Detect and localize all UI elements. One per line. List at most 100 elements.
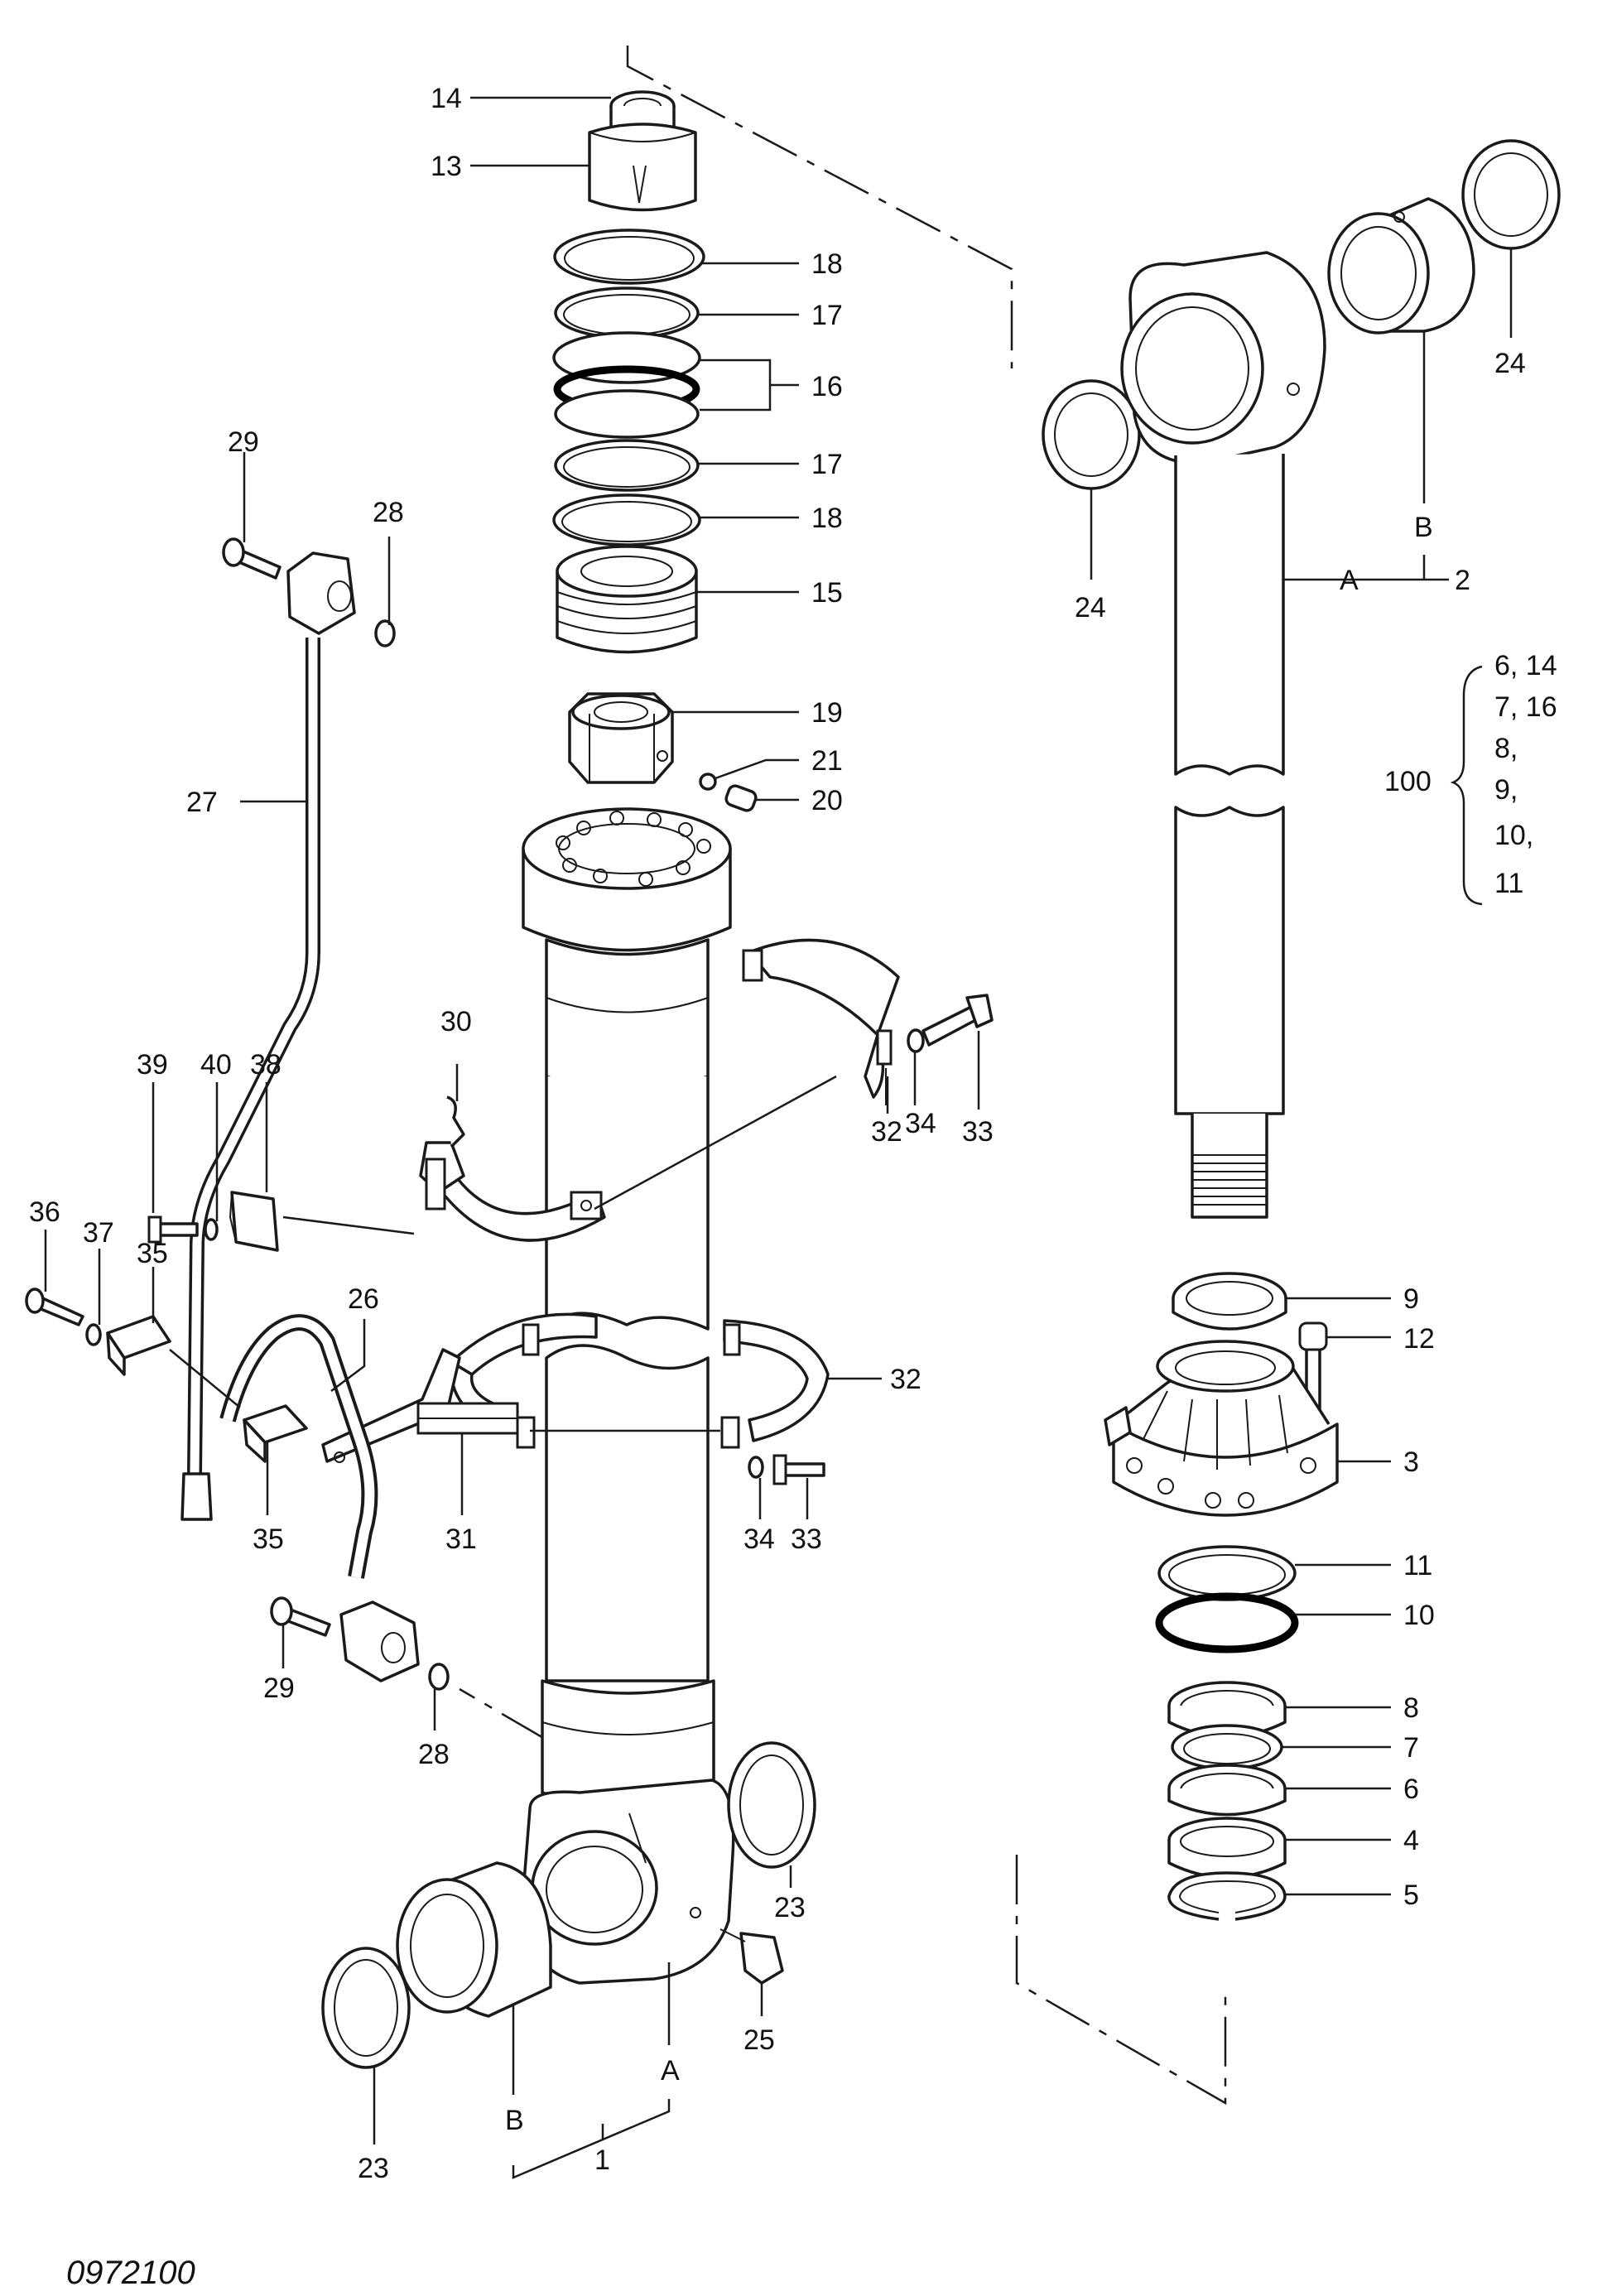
part-26-pipe bbox=[219, 1314, 378, 1579]
label-30: 30 bbox=[440, 1006, 472, 1037]
part-39-bolt bbox=[147, 1215, 199, 1244]
label-15: 15 bbox=[811, 577, 843, 609]
part-4-bushing bbox=[1167, 1817, 1287, 1880]
label-9: 9 bbox=[1403, 1283, 1419, 1315]
label-18-upper: 18 bbox=[811, 248, 843, 280]
label-20: 20 bbox=[811, 785, 843, 816]
label-18-lower: 18 bbox=[811, 503, 843, 534]
label-21: 21 bbox=[811, 745, 843, 777]
part-37-washer bbox=[85, 1323, 102, 1346]
part-19-nut bbox=[568, 692, 674, 784]
label-5: 5 bbox=[1403, 1880, 1419, 1911]
label-32-lower: 32 bbox=[890, 1364, 921, 1395]
part-18-ring-lower bbox=[552, 493, 701, 546]
part-b-bushing-lower bbox=[396, 1861, 552, 2018]
kit-item-2: 7, 16 bbox=[1494, 691, 1557, 723]
part-40-washer bbox=[204, 1218, 219, 1241]
part-b-bushing-rod bbox=[1327, 197, 1475, 335]
part-35-clamp-block-upper bbox=[106, 1315, 171, 1376]
part-28-oring-lower bbox=[428, 1663, 450, 1691]
kit-item-3: 8, bbox=[1494, 733, 1518, 764]
label-19: 19 bbox=[811, 697, 843, 729]
label-14: 14 bbox=[431, 83, 462, 114]
label-6: 6 bbox=[1403, 1774, 1419, 1805]
label-28-upper: 28 bbox=[373, 497, 404, 528]
part-34-washer-upper bbox=[907, 1028, 925, 1053]
label-3: 3 bbox=[1403, 1446, 1419, 1478]
label-10: 10 bbox=[1403, 1600, 1435, 1631]
label-33-upper: 33 bbox=[962, 1116, 994, 1148]
part-38-clip bbox=[229, 1191, 279, 1252]
part-6-seal bbox=[1167, 1764, 1287, 1817]
part-34-washer-lower bbox=[748, 1456, 764, 1479]
label-36: 36 bbox=[29, 1196, 60, 1228]
label-23-right: 23 bbox=[774, 1892, 806, 1923]
label-13: 13 bbox=[431, 151, 462, 182]
part-26-flange-lower bbox=[339, 1600, 420, 1682]
label-B-bottom: B bbox=[505, 2105, 524, 2136]
leader-lines bbox=[44, 96, 1513, 2179]
part-1-cylinder-tube bbox=[520, 807, 735, 1985]
label-39: 39 bbox=[137, 1049, 168, 1081]
label-38: 38 bbox=[250, 1049, 281, 1081]
kit-item-6: 11 bbox=[1494, 868, 1523, 899]
label-29-lower: 29 bbox=[263, 1673, 295, 1704]
part-35-clamp-block-lower bbox=[169, 1349, 308, 1463]
clamp-link-line bbox=[594, 1075, 837, 1211]
part-15-piston bbox=[556, 545, 698, 654]
label-24-upper-right: 24 bbox=[1494, 348, 1526, 379]
part-24-dust-seal-upper-left bbox=[1042, 379, 1141, 490]
part-16-seal-set bbox=[552, 331, 701, 439]
kit-brace bbox=[1450, 665, 1483, 906]
label-34-lower: 34 bbox=[743, 1523, 775, 1555]
label-31: 31 bbox=[445, 1523, 477, 1555]
part-13-bushing bbox=[588, 123, 697, 212]
drawing-code: 0972100 bbox=[66, 2255, 195, 2291]
label-A-bottom: A bbox=[661, 2055, 680, 2087]
label-16: 16 bbox=[811, 371, 843, 402]
part-25-grease-fitting bbox=[719, 1928, 784, 1985]
part-2-piston-rod bbox=[1120, 251, 1326, 1219]
part-30-clamp bbox=[419, 1095, 606, 1242]
label-B-top: B bbox=[1414, 512, 1433, 543]
part-23-dust-seal-right bbox=[727, 1741, 816, 1869]
label-11: 11 bbox=[1403, 1550, 1432, 1581]
label-35-upper: 35 bbox=[137, 1238, 168, 1269]
part-36-bolt bbox=[25, 1288, 84, 1326]
labels: 14 13 18 17 16 17 18 15 19 21 20 29 28 2… bbox=[29, 83, 1557, 2291]
part-7-seal bbox=[1171, 1724, 1283, 1770]
label-29-upper: 29 bbox=[228, 426, 259, 458]
part-21-ball bbox=[699, 773, 717, 791]
label-34-upper: 34 bbox=[905, 1108, 936, 1139]
part-33-bolt-upper bbox=[921, 994, 994, 1047]
label-4: 4 bbox=[1403, 1825, 1419, 1856]
label-24-upper-left: 24 bbox=[1075, 592, 1106, 623]
part-5-snap-ring bbox=[1167, 1871, 1287, 1921]
label-32-upper: 32 bbox=[871, 1116, 902, 1148]
label-40: 40 bbox=[200, 1049, 232, 1081]
part-27-flange-upper bbox=[286, 551, 356, 635]
label-37: 37 bbox=[83, 1217, 114, 1249]
part-27-pipe bbox=[180, 638, 320, 1521]
label-2: 2 bbox=[1455, 565, 1470, 596]
label-8: 8 bbox=[1403, 1692, 1419, 1724]
kit-item-1: 6, 14 bbox=[1494, 650, 1557, 681]
leader-38-line bbox=[282, 1215, 415, 1235]
part-3-rod-head bbox=[1104, 1340, 1339, 1517]
part-33-bolt-lower bbox=[772, 1454, 825, 1485]
label-33-lower: 33 bbox=[791, 1523, 822, 1555]
part-18-ring-upper bbox=[553, 229, 705, 285]
kit-number: 100 bbox=[1384, 766, 1432, 797]
part-20-set-screw bbox=[724, 784, 758, 812]
part-23-dust-seal-left bbox=[321, 1947, 411, 2069]
kit-item-4: 9, bbox=[1494, 774, 1518, 806]
part-17-ring-upper bbox=[554, 286, 700, 339]
part-17-ring-lower bbox=[554, 439, 700, 492]
label-28-lower: 28 bbox=[418, 1739, 450, 1770]
part-9-ring bbox=[1172, 1272, 1287, 1331]
label-35-lower: 35 bbox=[253, 1523, 284, 1555]
alignment-lines bbox=[459, 46, 1227, 2106]
kit-item-5: 10, bbox=[1494, 820, 1533, 851]
